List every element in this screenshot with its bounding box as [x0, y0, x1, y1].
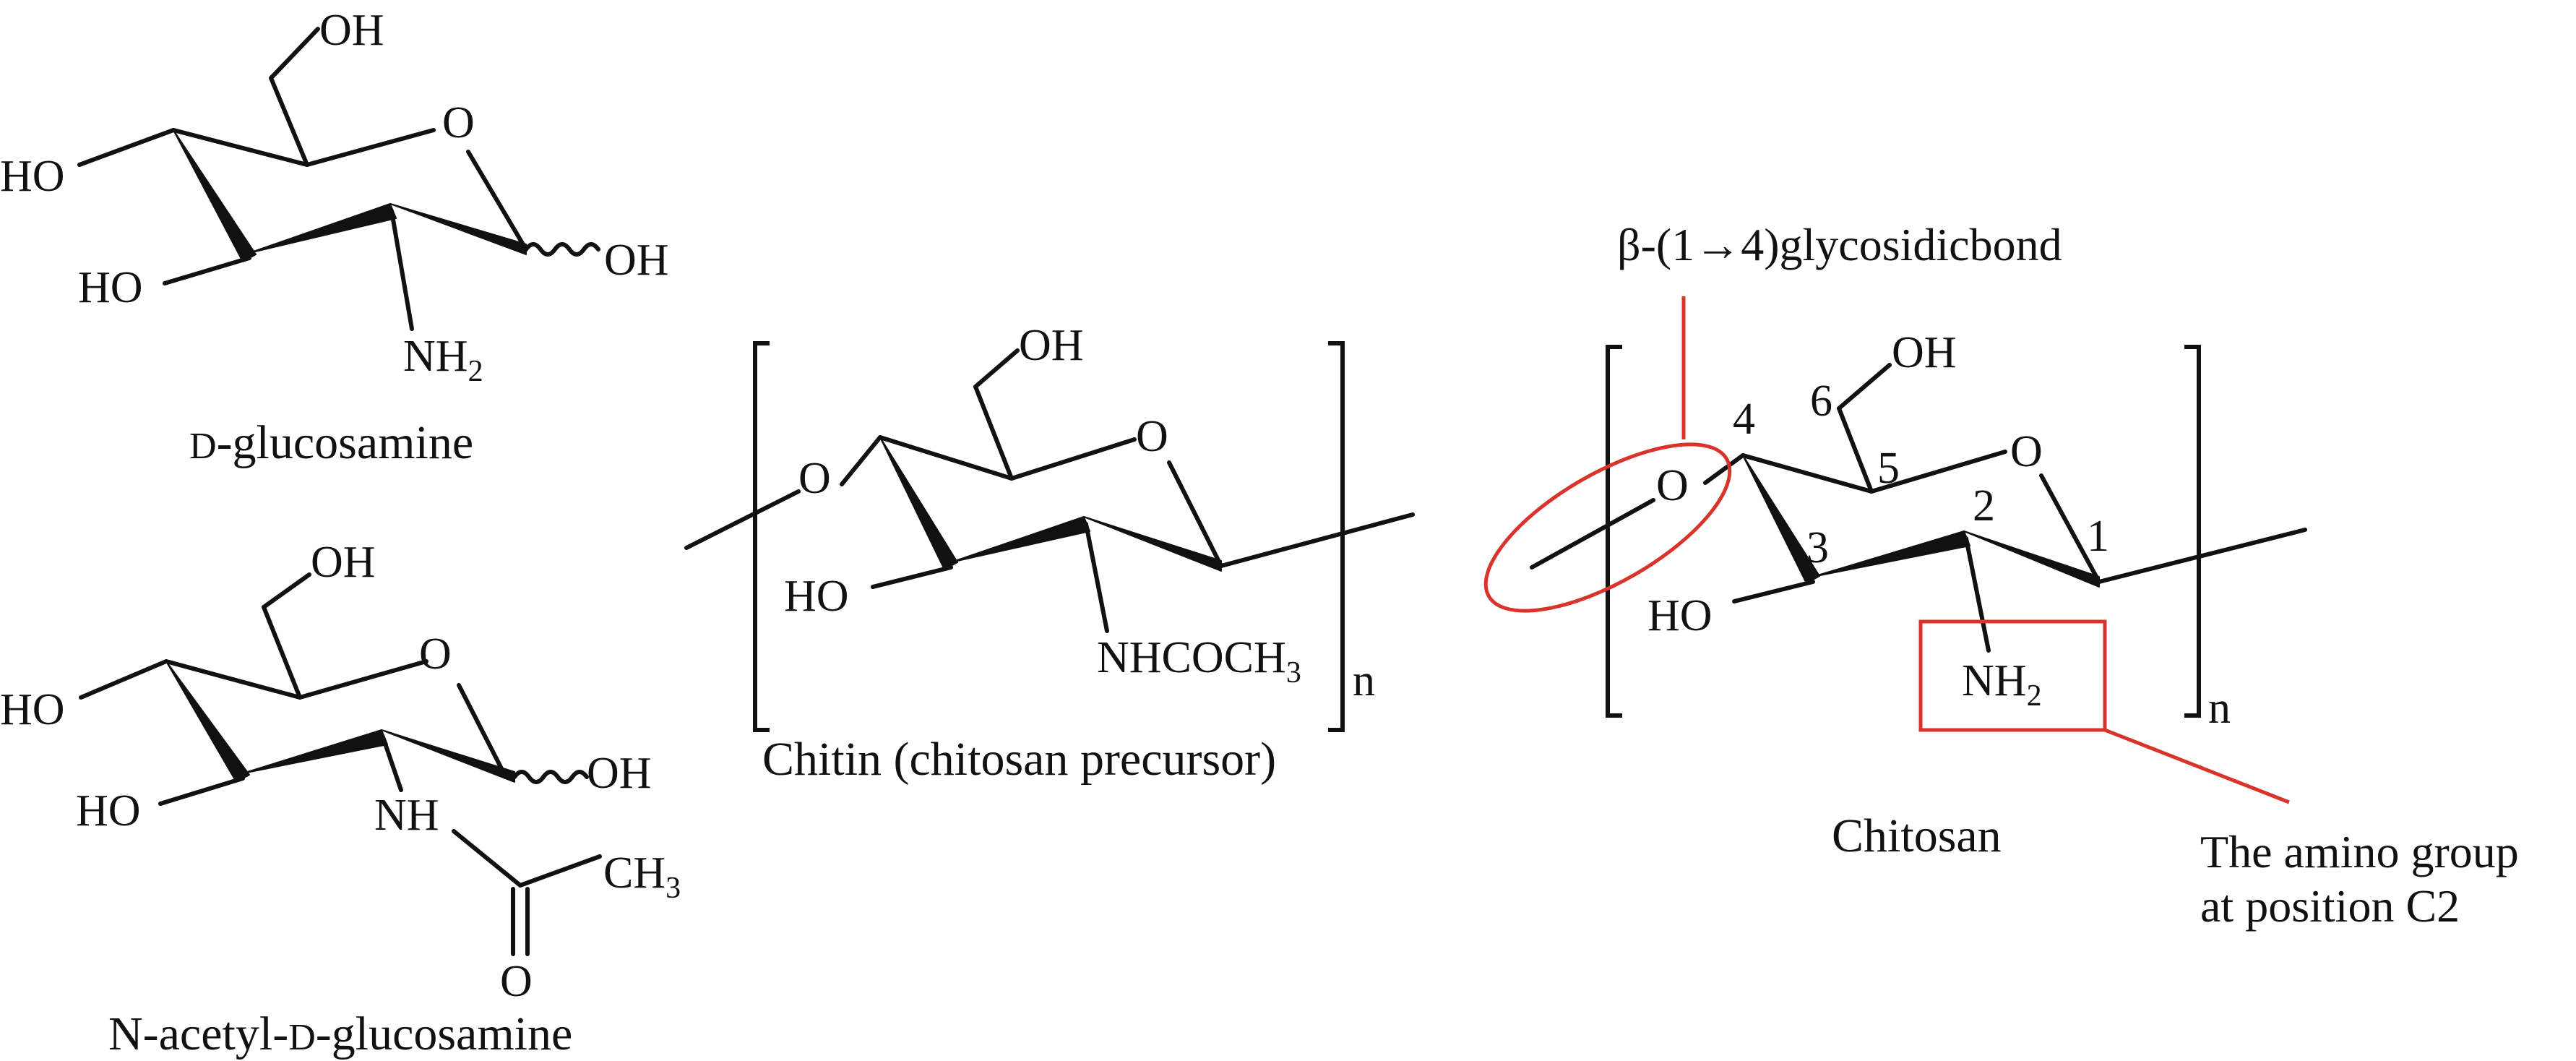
bond — [158, 776, 245, 806]
bond — [163, 256, 251, 285]
ring-oxygen-label: O — [442, 98, 475, 147]
atom-label: HO — [76, 786, 141, 836]
atom-label: HO — [0, 685, 65, 734]
bond — [452, 829, 522, 888]
wedge-bond — [1083, 516, 1222, 572]
repeat-subscript-n: n — [1353, 656, 1375, 705]
ring-oxygen-label: O — [419, 630, 452, 679]
glycosidic-oxygen-label: O — [1656, 461, 1689, 510]
carbon-number-label: 3 — [1806, 523, 1829, 572]
bond — [840, 435, 882, 486]
bond — [1732, 580, 1815, 603]
ring-oxygen-label: O — [2010, 427, 2043, 476]
methyl-label: CH3 — [603, 849, 681, 905]
wedge-bond — [950, 516, 1090, 563]
bond — [1837, 363, 1892, 494]
amino-group-label-line1: The amino group — [2200, 826, 2519, 877]
bond — [684, 489, 801, 550]
bond — [262, 572, 311, 700]
bond — [1530, 498, 1655, 570]
atom-label: HO — [784, 572, 849, 621]
chitin-caption: Chitin (chitosan precursor) — [762, 733, 1276, 786]
wedge-bond — [249, 203, 397, 254]
glycosidic-bond-label: β-(1→4)glycosidicbond — [1617, 219, 2062, 270]
wedge-bond — [1963, 530, 2100, 588]
bond — [298, 659, 428, 700]
bond — [171, 128, 309, 167]
bond — [466, 150, 528, 252]
bond — [518, 854, 602, 888]
right-bracket — [1328, 341, 1345, 732]
bond — [1009, 437, 1137, 481]
bond — [1741, 453, 1874, 494]
wedge-bond — [242, 729, 388, 774]
bond — [269, 27, 320, 167]
amine-label: NH2 — [403, 332, 483, 388]
d-glucosamine-structure: OH O HO OH HO NH2 D-glucosamine — [0, 6, 669, 469]
bond — [457, 683, 508, 779]
atom-label: OH — [319, 6, 384, 55]
bond — [1219, 512, 1415, 568]
atom-label: OH — [1019, 321, 1084, 370]
bond — [1703, 453, 1745, 485]
amine-label: NH2 — [1962, 656, 2042, 713]
left-bracket — [753, 341, 770, 732]
carbon-number-label: 2 — [1973, 481, 1995, 530]
right-bracket — [2184, 345, 2201, 718]
bond — [79, 659, 168, 700]
chitosan-caption: Chitosan — [1832, 809, 2002, 862]
atom-label: HO — [0, 152, 65, 201]
amide-nh-label: NH — [374, 791, 439, 840]
carbon-number-label: 4 — [1733, 395, 1755, 444]
d-glucosamine-caption: D-glucosamine — [189, 416, 473, 469]
atom-label: OH — [604, 236, 669, 285]
bond — [878, 435, 1014, 481]
bond — [1964, 536, 1991, 653]
wavy-bond — [524, 242, 600, 257]
bond — [1084, 522, 1109, 633]
left-bracket — [1606, 345, 1622, 718]
bond — [871, 565, 953, 589]
glycosidic-bond-highlight — [1483, 442, 1732, 613]
atom-label: HO — [78, 263, 143, 312]
bond — [973, 348, 1020, 481]
bond — [1869, 450, 2007, 494]
bond — [77, 128, 176, 167]
carbon-number-label: 1 — [2087, 512, 2109, 561]
amino-group-highlight — [1918, 619, 2107, 732]
bond — [164, 659, 302, 700]
atom-label: OH — [587, 749, 652, 798]
bond — [2039, 473, 2101, 584]
atom-label: OH — [311, 538, 376, 587]
acetamido-label: NHCOCH3 — [1097, 633, 1301, 690]
n-acetyl-d-glucosamine-caption: N-acetyl-D-glucosamine — [108, 1008, 572, 1060]
carbon-number-label: 5 — [1877, 444, 1900, 493]
glycosidic-oxygen-label: O — [798, 454, 831, 503]
bond — [2097, 528, 2307, 584]
n-acetyl-d-glucosamine-structure: OH O HO OH HO NH CH3 O N-acetyl-D-glucos… — [0, 538, 681, 1060]
atom-label: OH — [1892, 328, 1957, 377]
repeat-subscript-n: n — [2208, 684, 2231, 733]
annotations: β-(1→4)glycosidicbond The amino group at… — [1483, 219, 2519, 932]
bond — [1167, 460, 1223, 568]
carbon-number-label: 6 — [1810, 377, 1832, 426]
carbonyl-oxygen-label: O — [500, 957, 533, 1006]
amino-group-label-line2: at position C2 — [2200, 880, 2460, 932]
ring-oxygen-label: O — [1136, 412, 1168, 461]
atom-label: HO — [1647, 591, 1713, 640]
bond — [389, 209, 414, 331]
bond — [381, 735, 403, 792]
chitosan-structure: OH O O HO NH2 n 4 6 5 2 3 1 Chitosan — [1530, 328, 2307, 862]
chitin-structure: OH O O HO NHCOCH3 n Chitin (chitosan pre… — [684, 321, 1415, 786]
wedge-bond — [1812, 530, 1970, 577]
amino-group-leader-line — [2104, 728, 2290, 804]
bond — [305, 128, 436, 167]
wavy-bond — [512, 770, 589, 784]
